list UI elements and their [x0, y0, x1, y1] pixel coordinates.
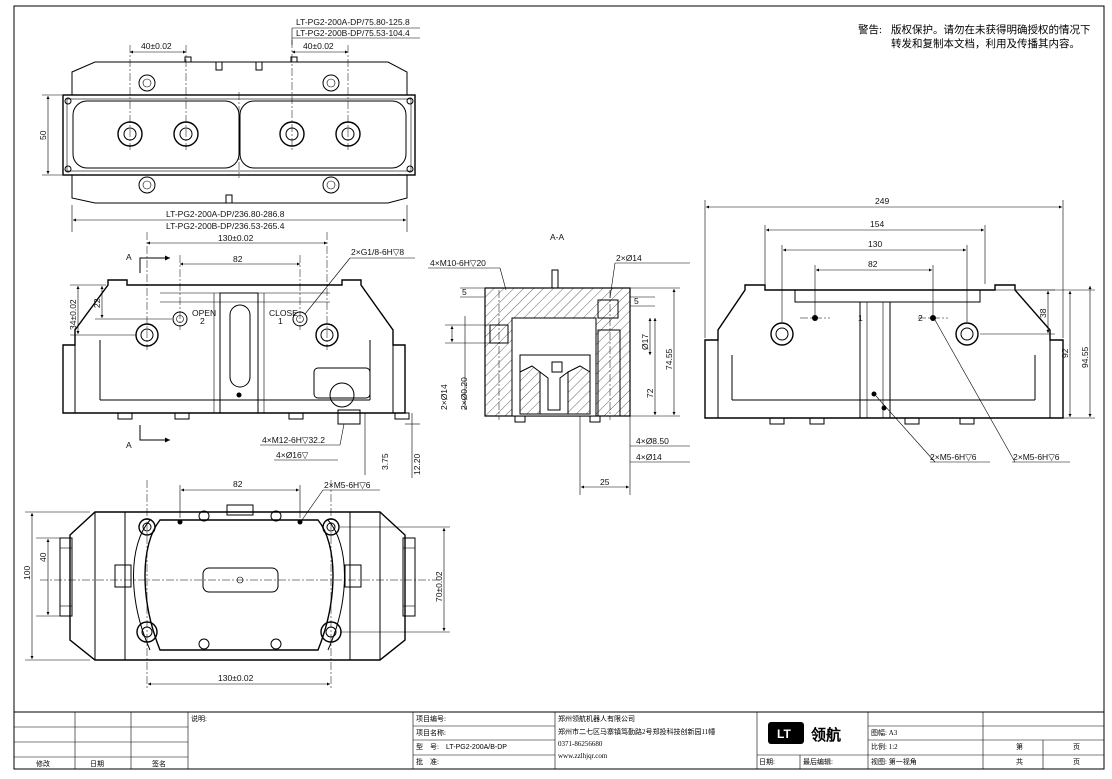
dim-40-bottom: 40: [38, 552, 48, 562]
dim-5a: 5: [462, 287, 467, 297]
dim-94-55: 94.55: [1080, 346, 1090, 368]
close-port-num: 1: [278, 316, 283, 326]
scale: 比例: 1:2: [871, 743, 898, 751]
section-a-top: A: [126, 252, 132, 262]
dim-12-20: 12.20: [412, 453, 422, 475]
port-callout: 2×G1/8-6H▽8: [351, 247, 404, 257]
dim-2x020: 2×Ø0.20: [459, 377, 469, 410]
dim-82: 82: [233, 254, 243, 264]
company-address: 郑州市二七区马寨镇笃勤路2号郑投科技创新园11幢: [558, 728, 716, 736]
dim-40-left: 40±0.02: [141, 41, 172, 51]
dim-154: 154: [870, 219, 884, 229]
open-port-num: 2: [200, 316, 205, 326]
dim-22: 22: [92, 298, 102, 308]
project-name-label: 项目名称:: [416, 729, 446, 737]
company-logo: LT 领航: [768, 722, 841, 744]
dim-92: 92: [1060, 348, 1070, 358]
model-value: LT-PG2-200A/B-DP: [446, 744, 507, 751]
total-unit: 页: [1073, 758, 1080, 766]
section-a-bottom: A: [126, 440, 132, 450]
project-number-label: 项目编号:: [416, 715, 446, 723]
dim-length-a: LT-PG2-200A-DP/236.80-286.8: [166, 209, 285, 219]
thread-callout: 4×M12-6H▽32.2: [262, 435, 325, 445]
warning-text: 版权保护。请勿在未获得明确授权的情况下转发和复制本文档，利用及传播其内容。: [891, 25, 1091, 50]
dim-249: 249: [875, 196, 889, 206]
logo-mark: LT: [777, 727, 791, 741]
last-edit-label: 最后编辑:: [803, 758, 833, 766]
logo-text: 领航: [810, 726, 841, 744]
dim-100: 100: [22, 566, 32, 580]
dim-130: 130±0.02: [218, 233, 254, 243]
bottom-dim-130: 130±0.02: [218, 673, 254, 683]
side-view: 1 2 249 154 130 82 38 92 94.55 2×M5-6H▽: [704, 196, 1095, 463]
title-block-lines: [14, 711, 1104, 769]
date-label: 日期: [90, 760, 104, 768]
dim-17: Ø17: [640, 334, 650, 350]
view-projection: 视图: 第一视角: [871, 758, 917, 766]
bottom-m5-callout: 2×M5-6H▽6: [324, 480, 371, 490]
dim-stroke-a: LT-PG2-200A-DP/75.80-125.8: [296, 17, 410, 27]
warning-label: 警告:: [858, 25, 882, 36]
m5-left-callout: 2×M5-6H▽6: [930, 452, 977, 462]
dim-25: 25: [600, 477, 610, 487]
dim-40-right: 40±0.02: [303, 41, 334, 51]
approve-label: 批 准:: [416, 758, 439, 766]
section-view: A-A 4×M10-6H▽20 2×Ø14 5 5 Ø17 74.55 7: [428, 232, 690, 495]
page-unit: 页: [1073, 743, 1080, 751]
dim-3-75: 3.75: [380, 453, 390, 470]
m5-right-callout: 2×M5-6H▽6: [1013, 452, 1060, 462]
dim-2x14: 2×Ø14: [439, 384, 449, 410]
revision-label: 修改: [36, 760, 50, 768]
top-view: 40±0.02 40±0.02 LT-PG2-200A-DP/75.80-125…: [38, 17, 420, 232]
dim-70: 70±0.02: [434, 571, 444, 602]
company-website: www.zzlhjqr.com: [558, 752, 608, 760]
dim-stroke-b: LT-PG2-200B-DP/75.53-104.4: [296, 28, 410, 38]
sheet-frame: [13, 5, 1105, 770]
company-name: 郑州领航机器人有限公司: [558, 715, 635, 723]
m10-callout: 4×M10-6H▽20: [430, 258, 486, 268]
dim-38: 38: [1038, 308, 1048, 318]
section-title: A-A: [550, 232, 565, 242]
total-label: 共: [1016, 758, 1023, 766]
dim-side-130: 130: [868, 239, 882, 249]
side-port-num-1: 1: [858, 313, 863, 323]
dim-5b: 5: [634, 296, 639, 306]
bottom-view: 82 2×M5-6H▽6 100 40 70±0.02 130±0.02: [22, 479, 450, 690]
date-bottom-label: 日期:: [759, 758, 775, 766]
close-label: CLOSE: [269, 308, 298, 318]
company-phone: 0371-86256680: [558, 740, 603, 748]
model-label: 型 号:: [416, 743, 439, 751]
hole-14: 4×Ø14: [636, 452, 662, 462]
bottom-dim-82: 82: [233, 479, 243, 489]
bore14-callout: 2×Ø14: [616, 253, 642, 263]
dim-34: 34±0.02: [68, 299, 78, 330]
bore-callout: 4×Ø16▽: [276, 450, 309, 460]
dim-74-55: 74.55: [664, 348, 674, 370]
signature-label: 签名: [152, 760, 166, 768]
dim-72: 72: [645, 388, 655, 398]
dim-side-82: 82: [868, 259, 878, 269]
hole-8-50: 4×Ø8.50: [636, 436, 669, 446]
description-label: 说明:: [191, 715, 207, 723]
dim-50: 50: [38, 130, 48, 140]
page-label: 第: [1016, 743, 1023, 751]
front-view: OPEN 2 CLOSE 1 130±0.02 82 A A 34±0.02 2…: [62, 232, 422, 478]
sheet-size: 图幅: A3: [871, 729, 898, 737]
open-label: OPEN: [192, 308, 216, 318]
dim-length-b: LT-PG2-200B-DP/236.53-265.4: [166, 221, 285, 231]
